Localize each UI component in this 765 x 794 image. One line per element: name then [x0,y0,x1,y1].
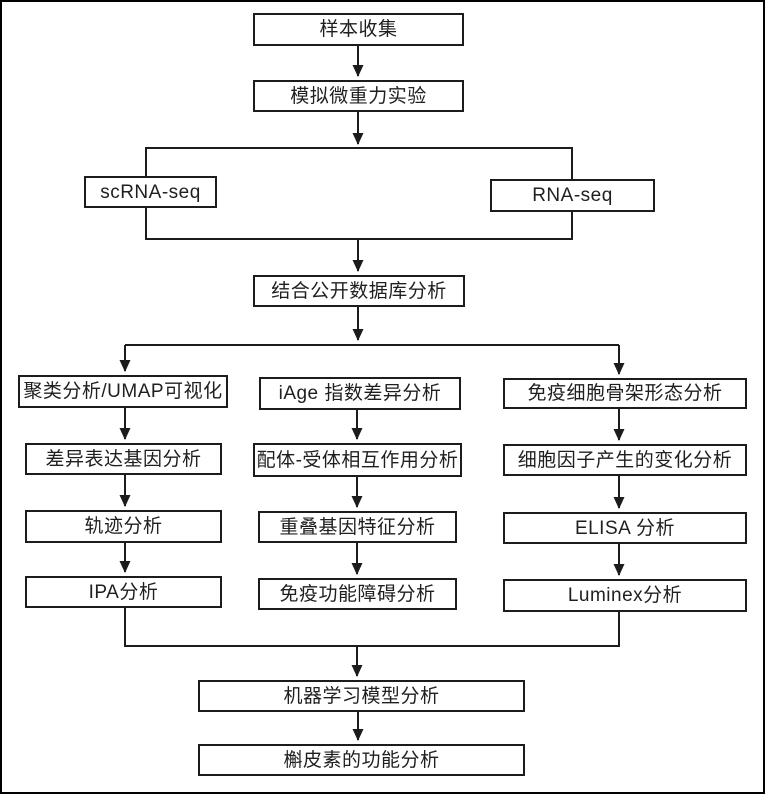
node-immune-cytoskeleton-morphology: 免疫细胞骨架形态分析 [503,378,747,409]
node-rna-seq: RNA-seq [490,179,655,212]
node-elisa-analysis: ELISA 分析 [503,512,747,544]
node-ligand-receptor-interaction: 配体-受体相互作用分析 [253,443,462,477]
node-public-database-analysis: 结合公开数据库分析 [253,275,465,307]
node-immune-dysfunction: 免疫功能障碍分析 [258,578,457,610]
node-ipa-analysis: IPA分析 [25,576,222,608]
node-microgravity-experiment: 模拟微重力实验 [253,80,464,112]
node-differential-expression-genes: 差异表达基因分析 [25,443,222,475]
node-clustering-umap: 聚类分析/UMAP可视化 [18,375,228,408]
node-machine-learning-model: 机器学习模型分析 [198,680,525,712]
node-trajectory-analysis: 轨迹分析 [25,510,222,543]
node-overlapping-gene-signature: 重叠基因特征分析 [258,511,457,543]
node-cytokine-production-change: 细胞因子产生的变化分析 [503,444,747,476]
node-luminex-analysis: Luminex分析 [503,579,747,612]
node-sample-collection: 样本收集 [253,13,464,46]
node-quercetin-function: 槲皮素的功能分析 [198,744,525,776]
node-scrna-seq: scRNA-seq [84,176,217,208]
node-iage-index-diff: iAge 指数差异分析 [259,377,461,410]
